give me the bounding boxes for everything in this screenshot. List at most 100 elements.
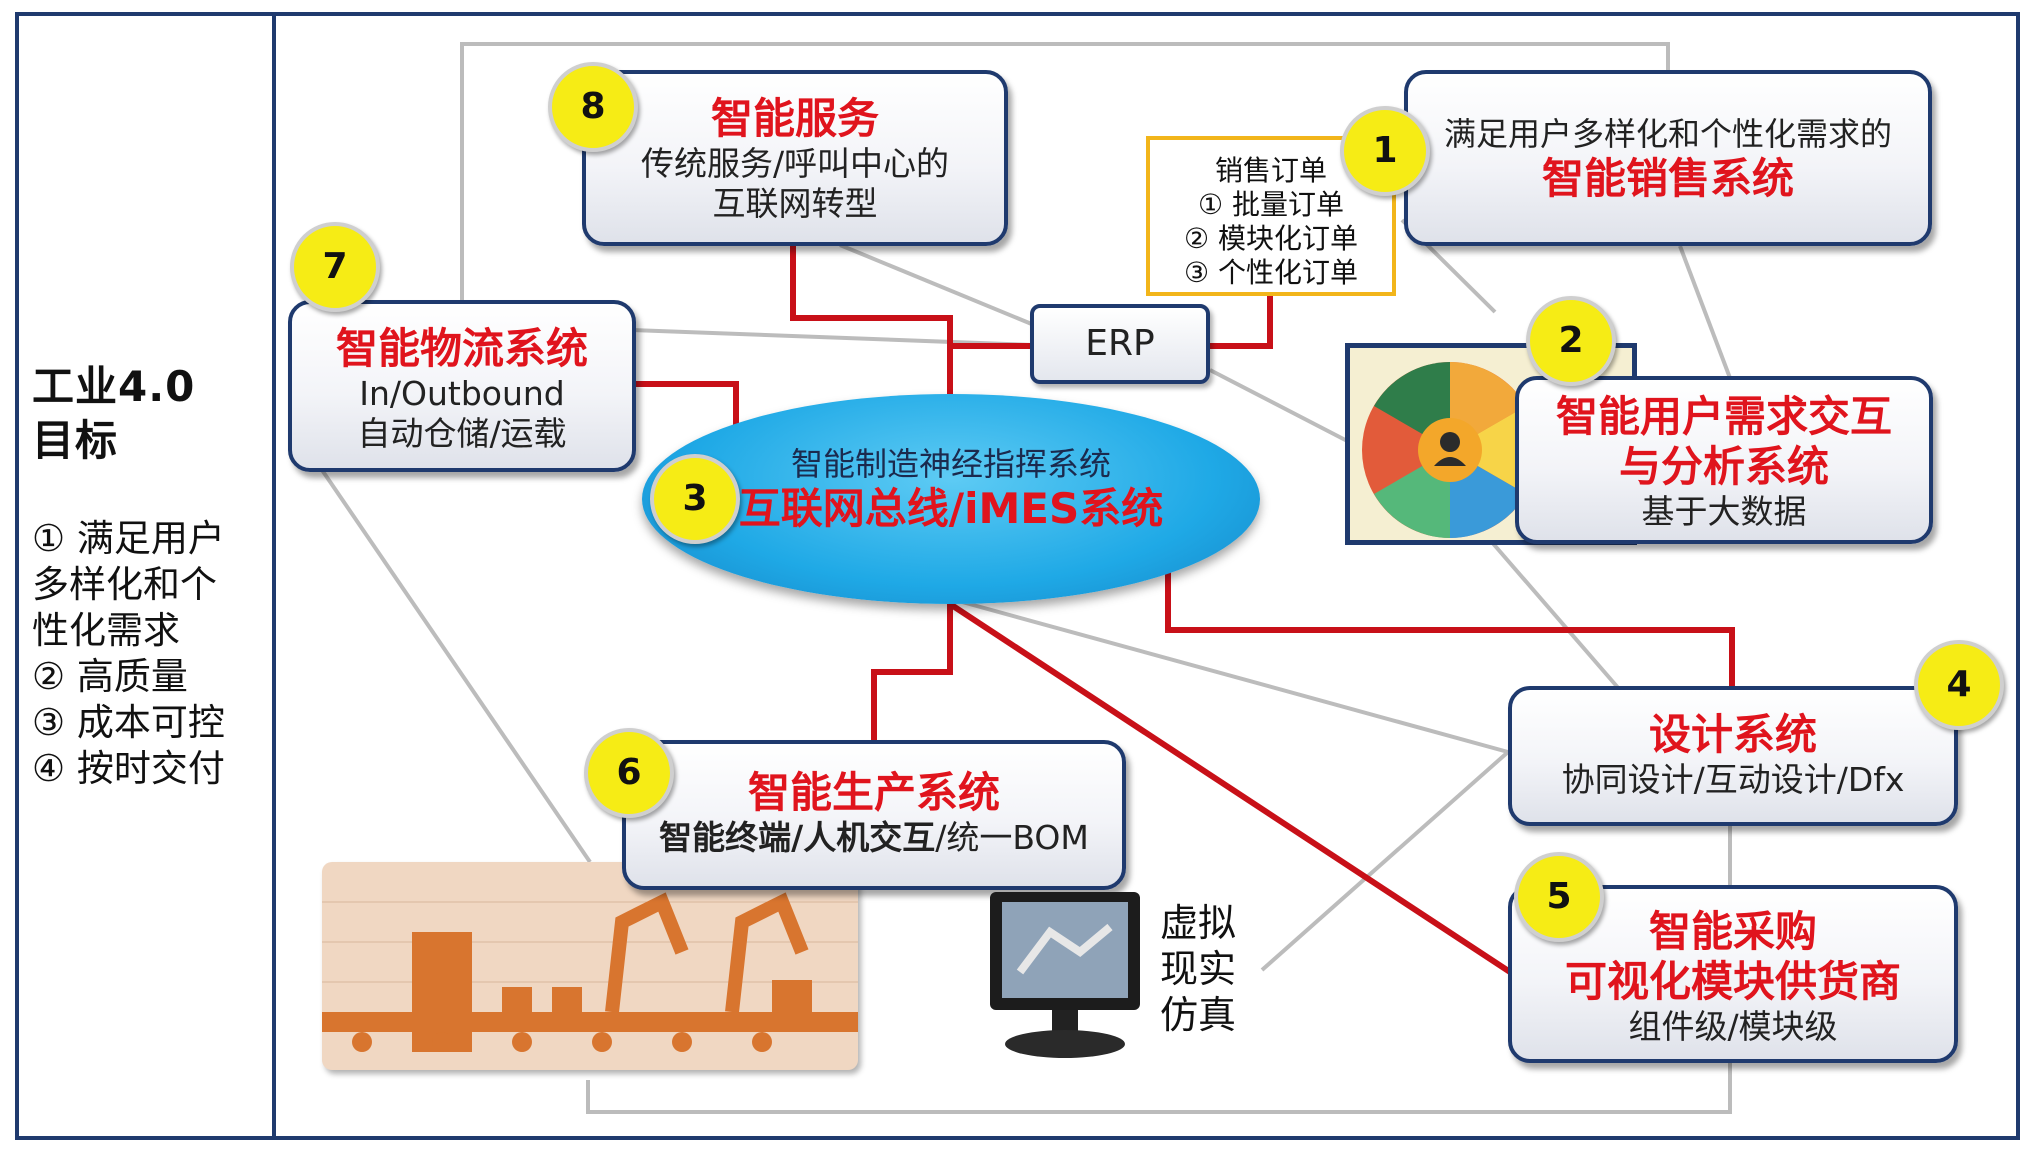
production-title: 智能生产系统 [747, 768, 1000, 817]
badge-6: 6 [584, 728, 674, 818]
monitor-image [990, 892, 1140, 1062]
product-box [502, 987, 532, 1012]
goal-line: ③ 成本可控 [32, 701, 225, 744]
monitor-screen [1002, 902, 1128, 998]
gray-line-hub-design [954, 598, 1509, 754]
production-sub-rest: /统一BOM [935, 818, 1089, 857]
service-sub-2: 互联网转型 [712, 184, 878, 223]
red-connectors [636, 246, 1735, 975]
service-box[interactable]: 智能服务 传统服务/呼叫中心的 互联网转型 [582, 70, 1008, 246]
vr-line: 现实 [1160, 947, 1237, 991]
screen-machine [1016, 923, 1113, 975]
hub-subtitle: 智能制造神经指挥系统 [790, 445, 1111, 483]
monitor-neck [1052, 1010, 1078, 1032]
logistics-box[interactable]: 智能物流系统 In/Outbound 自动仓储/运载 [288, 300, 636, 472]
product-box [552, 987, 582, 1012]
sidebar-divider [272, 12, 276, 1140]
purchase-sub: 组件级/模块级 [1628, 1007, 1838, 1046]
robot-arm [725, 892, 809, 1013]
factory-graphic [322, 892, 858, 1052]
sidebar: 工业4.0 目标 ① 满足用户 多样化和个 性化需求 ② 高质量 ③ 成本可控 … [32, 360, 262, 792]
goal-line: 性化需求 [32, 609, 180, 652]
conveyor-belt [322, 1012, 858, 1032]
red-line-logistics-hub [636, 381, 739, 426]
orders-title: 销售订单 [1214, 154, 1327, 187]
monitor-graphic [990, 892, 1140, 1058]
erp-box[interactable]: ERP [1030, 304, 1210, 384]
conveyor-roller [512, 1032, 532, 1052]
service-title: 智能服务 [710, 94, 879, 143]
sidebar-title-2: 目标 [32, 416, 119, 465]
logistics-sub-2: 自动仓储/运载 [357, 414, 567, 453]
goal-line: 多样化和个 [32, 563, 217, 606]
gray-line-logistics-erp [631, 328, 1033, 347]
badge-8: 8 [548, 62, 638, 152]
virtual-reality-label: 虚拟 现实 仿真 [1160, 900, 1236, 1038]
purchase-title-2: 可视化模块供货商 [1564, 957, 1901, 1006]
sales-box[interactable]: 满足用户多样化和个性化需求的 智能销售系统 [1404, 70, 1932, 246]
gray-line-top-loop [460, 42, 1670, 300]
goal-line: ④ 按时交付 [32, 747, 225, 790]
sales-line-1: 满足用户多样化和个性化需求的 [1443, 115, 1892, 153]
red-line-hub-purchase [948, 601, 1512, 975]
person-icon [1440, 432, 1460, 452]
gray-connectors [320, 42, 1732, 1114]
badge-7: 7 [290, 222, 380, 312]
orders-item: ② 模块化订单 [1183, 222, 1358, 255]
outer-frame [15, 12, 2020, 1140]
goal-line: ② 高质量 [32, 655, 188, 698]
conveyor-roller [352, 1032, 372, 1052]
gray-line-bottom-loop [586, 1052, 1732, 1114]
user-analysis-box[interactable]: 智能用户需求交互 与分析系统 基于大数据 [1515, 376, 1933, 544]
service-sub-1: 传统服务/呼叫中心的 [640, 144, 950, 183]
design-sub: 协同设计/互动设计/Dfx [1561, 760, 1905, 799]
user-title-2: 与分析系统 [1618, 442, 1829, 491]
user-title-1: 智能用户需求交互 [1555, 392, 1892, 441]
badge-1: 1 [1340, 106, 1430, 196]
sales-title: 智能销售系统 [1541, 154, 1794, 203]
badge-4: 4 [1914, 640, 2004, 730]
product-box [772, 980, 812, 1012]
production-box[interactable]: 智能生产系统 智能终端/人机交互/统一BOM [622, 740, 1126, 890]
sidebar-goals: ① 满足用户 多样化和个 性化需求 ② 高质量 ③ 成本可控 ④ 按时交付 [32, 516, 262, 792]
design-title: 设计系统 [1648, 710, 1817, 759]
orders-item: ③ 个性化订单 [1183, 256, 1358, 289]
gray-line-service-erp [839, 243, 1035, 327]
user-sub: 基于大数据 [1641, 492, 1807, 531]
conveyor-roller [752, 1032, 772, 1052]
vr-line: 虚拟 [1160, 901, 1237, 945]
monitor-base [1005, 1030, 1125, 1058]
badge-3: 3 [650, 454, 740, 544]
user-wheel-graphic [1362, 362, 1538, 538]
gray-line-sales-user-2 [1678, 245, 1732, 379]
conveyor-roller [672, 1032, 692, 1052]
gray-line-design-vr [1260, 750, 1510, 972]
purchase-title-1: 智能采购 [1648, 907, 1817, 956]
hub-title: 互联网总线/iMES系统 [738, 484, 1164, 533]
red-line-service-hub [790, 246, 953, 394]
gray-line-user-design [1488, 538, 1622, 692]
orders-item: ① 批量订单 [1197, 188, 1344, 221]
logistics-title: 智能物流系统 [335, 324, 588, 373]
badge-5: 5 [1514, 852, 1604, 942]
conveyor-roller [592, 1032, 612, 1052]
imes-hub[interactable]: 智能制造神经指挥系统 互联网总线/iMES系统 [642, 394, 1260, 604]
goal-line: ① 满足用户 [32, 517, 225, 560]
production-sub: 智能终端/人机交互/统一BOM [626, 818, 1122, 858]
gray-line-logistics-factory [320, 468, 592, 864]
vr-line: 仿真 [1160, 993, 1237, 1037]
red-line-hub-production [871, 604, 953, 740]
red-line-orders-erp [1210, 296, 1273, 349]
robot-arm [605, 892, 689, 1013]
logistics-sub-1: In/Outbound [359, 374, 565, 413]
gray-line-erp-user [1209, 368, 1356, 447]
production-sub-bold: 智能终端/人机交互 [659, 818, 936, 857]
factory-image [322, 862, 858, 1070]
conveyor-roller [432, 1032, 452, 1052]
red-line-hub-design [1165, 570, 1735, 686]
design-box[interactable]: 设计系统 协同设计/互动设计/Dfx [1508, 686, 1958, 826]
sidebar-title: 工业4.0 [32, 362, 196, 411]
badge-2: 2 [1526, 296, 1616, 386]
person-body-icon [1434, 457, 1466, 466]
